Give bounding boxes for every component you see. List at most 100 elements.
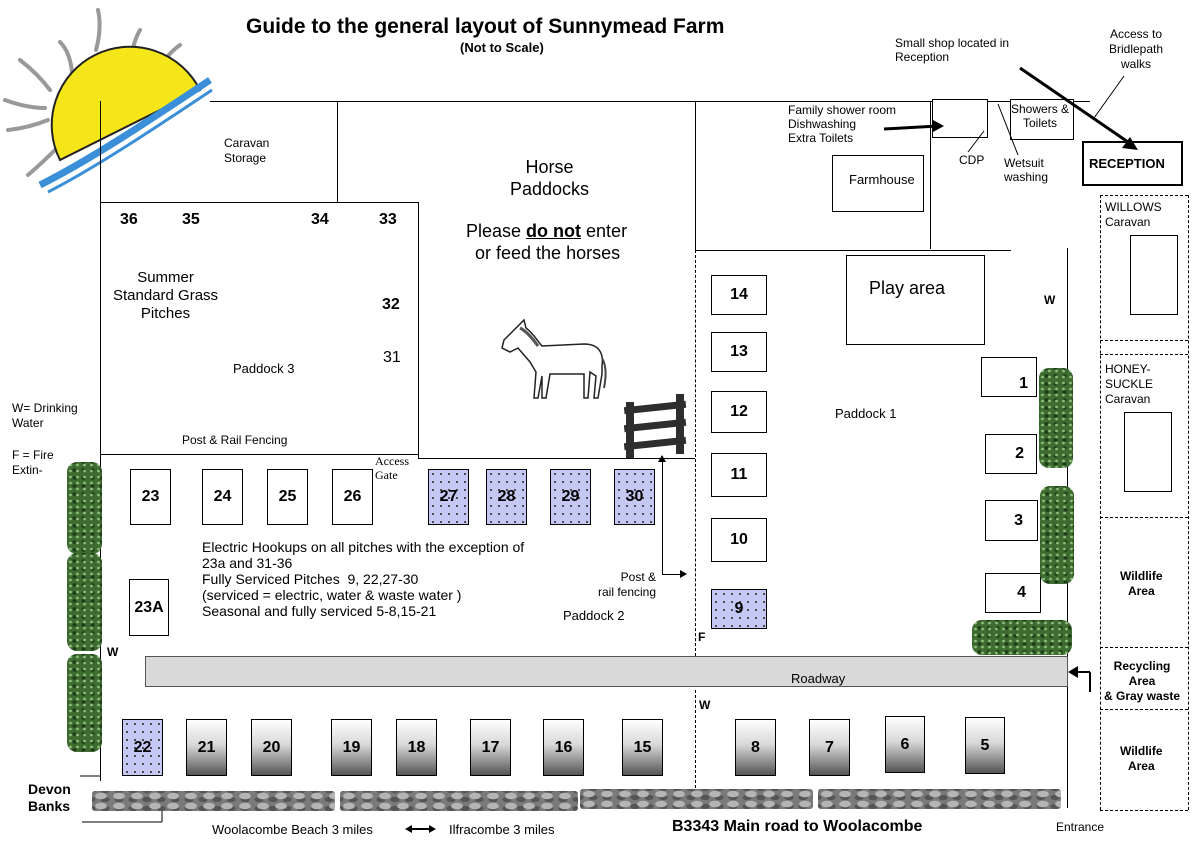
pitch-27: 27 (428, 469, 469, 525)
page-title: Guide to the general layout of Sunnymead… (246, 15, 725, 38)
feed-warning: or feed the horses (475, 243, 621, 263)
main-road-label: B3343 Main road to Woolacombe (672, 818, 923, 835)
paddock1-label: Paddock 1 (835, 406, 897, 421)
pitch-2: 2 (985, 434, 1037, 474)
pitch-7: 7 (809, 719, 850, 776)
right-hedge-3 (972, 620, 1072, 655)
post-rail-mid-label: Post & rail fencing (598, 570, 657, 599)
summer-pitches-label: Summer Standard Grass Pitches (113, 269, 219, 322)
pitch-24: 24 (202, 469, 243, 525)
paddock2-label: Paddock 2 (563, 608, 625, 623)
post-rail-top-label: Post & Rail Fencing (182, 433, 288, 447)
right-hedge-1 (1039, 368, 1073, 468)
pitch-20: 20 (251, 719, 292, 776)
play-area: Play area (846, 255, 985, 345)
post-rail-fence-arrow-line (662, 574, 682, 575)
pitch-25: 25 (267, 469, 308, 525)
pitch-16: 16 (543, 719, 584, 776)
pitch-35: 35 (182, 211, 200, 228)
honeysuckle-caravan-label: HONEY- SUCKLE Caravan (1105, 362, 1154, 406)
water-marker-right: W (1044, 293, 1056, 307)
left-hedge-2 (67, 553, 102, 651)
showers-toilets-building (1010, 99, 1074, 140)
pitch-22: 22 (122, 719, 163, 776)
family-shower-label: Family shower room Dishwashing Extra Toi… (788, 103, 897, 145)
pitch-21: 21 (186, 719, 227, 776)
farmhouse-label: Farmhouse (849, 172, 915, 187)
warning-do-not: do not (526, 221, 582, 241)
paddock3-bottom-line (100, 454, 418, 455)
farmhouse-building (832, 155, 924, 212)
roadway (145, 656, 1068, 687)
entrance-label: Entrance (1056, 820, 1105, 834)
pitch-1-label: 1 (1019, 375, 1028, 392)
pitch-34: 34 (311, 211, 329, 228)
pitch-10: 10 (711, 518, 767, 562)
access-gate-label: Access Gate (375, 454, 409, 482)
pitch-5: 5 (965, 717, 1005, 774)
post-rail-fence-line (662, 456, 663, 574)
top-boundary-line (210, 101, 1090, 102)
pitch-4-label: 4 (1017, 584, 1026, 601)
pitch-36: 36 (120, 211, 138, 228)
pitch-30: 30 (614, 469, 655, 525)
pitch-13: 13 (711, 332, 767, 372)
small-shop-label: Small shop located in Reception (895, 36, 1010, 64)
woolacombe-beach-label: Woolacombe Beach 3 miles (212, 822, 373, 837)
left-boundary-line (100, 101, 101, 781)
right-area-div-1 (1100, 340, 1188, 341)
right-area-div-3 (1100, 647, 1188, 648)
wildlife-area-1-label: Wildlife Area (1120, 569, 1163, 598)
reception-label: RECEPTION (1089, 156, 1165, 171)
horse-paddock-right-line (695, 101, 696, 251)
right-area-top-dash (1100, 195, 1188, 196)
right-area-div-2 (1100, 517, 1188, 518)
access-bridlepath-label: Access to Bridlepath walks (1109, 27, 1164, 71)
wetsuit-washing-label: Wetsuit washing (1004, 156, 1049, 184)
caravan-storage-label: Caravan Storage (224, 136, 270, 165)
paddock3-label: Paddock 3 (233, 361, 295, 376)
warning-enter: enter (581, 221, 628, 241)
lower-divider-dashed (695, 690, 696, 808)
pitch-23a: 23A (129, 579, 169, 636)
water-marker-left: W (107, 645, 119, 659)
farm-divider-line (930, 101, 931, 249)
pitch-33: 33 (379, 211, 397, 228)
page-subtitle: (Not to Scale) (460, 40, 544, 55)
fire-extinguisher-legend: F = Fire Extin- (12, 448, 54, 477)
reception-building (1082, 141, 1183, 186)
cdp-label: CDP (959, 153, 985, 167)
paddock1-top-line (695, 250, 1011, 251)
ilfracombe-label: Ilfracombe 3 miles (449, 822, 555, 837)
pitch-3-label: 3 (1014, 511, 1023, 529)
pitch-12: 12 (711, 391, 767, 433)
pitch-31: 31 (383, 349, 401, 366)
pitch-28: 28 (486, 469, 527, 525)
horse-icon (501, 318, 607, 399)
pitch-29: 29 (550, 469, 591, 525)
warning-please: Please (466, 221, 527, 241)
roadway-label: Roadway (791, 671, 846, 686)
pitch-3: 3 (985, 500, 1038, 541)
right-area-right-dash (1188, 195, 1189, 810)
access-gate-arrow-head (658, 455, 666, 462)
pitch-14: 14 (711, 275, 767, 315)
drinking-water-legend: W= Drinking Water (12, 401, 78, 430)
right-area-bottom-dash (1100, 810, 1188, 811)
caravan-storage-divider (337, 101, 338, 202)
willows-caravan (1130, 235, 1178, 315)
right-hedge-2 (1040, 486, 1074, 584)
pitch-6: 6 (885, 716, 925, 773)
willows-caravan-label: WILLOWS Caravan (1105, 200, 1162, 229)
devon-bank-wall-1 (92, 791, 335, 811)
devon-bank-wall-2 (340, 791, 578, 811)
right-area-div-1b (1100, 354, 1188, 355)
electric-hookup-info: Electric Hookups on all pitches with the… (202, 539, 525, 619)
devon-bank-wall-4 (818, 789, 1061, 809)
paddock3-top-line (100, 202, 418, 203)
left-hedge-1 (67, 462, 102, 554)
wildlife-area-2-label: Wildlife Area (1120, 744, 1163, 773)
paddock3-right-line (418, 202, 419, 458)
paddock-divider-dashed (695, 250, 696, 656)
